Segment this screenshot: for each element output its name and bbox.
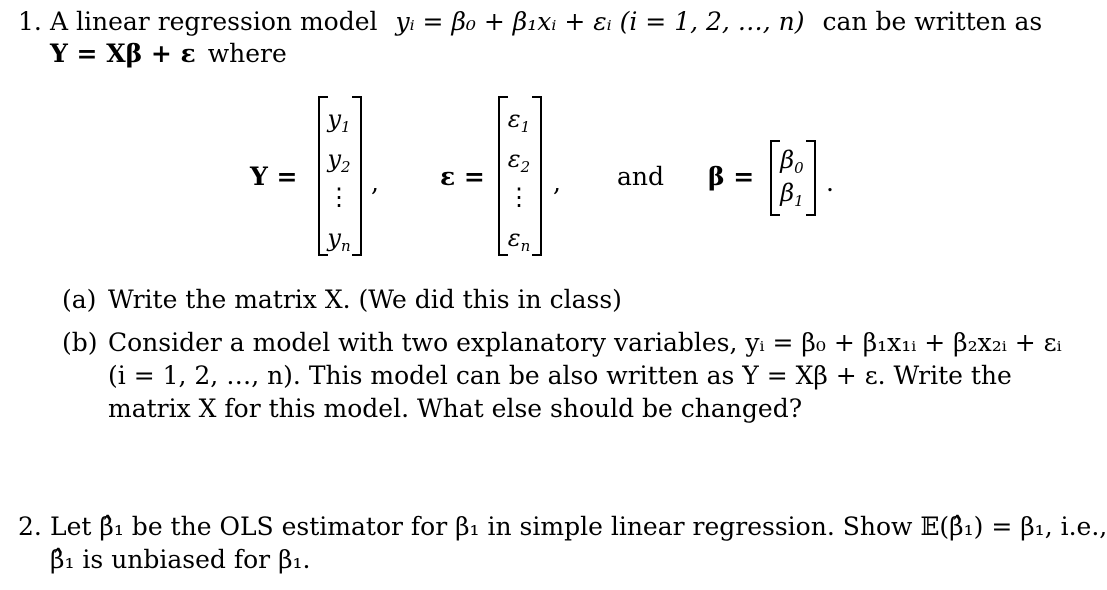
p1-line1-equation: yᵢ = β₀ + β₁xᵢ + εᵢ (i = 1, 2, …, n) [395, 7, 805, 36]
matrix-beta-entry-1: β1 [780, 179, 804, 210]
part-a-line-1: Write the matrix X. (We did this in clas… [108, 285, 622, 314]
part-b-label: (b) [62, 328, 98, 357]
matrix-epsilon-entry-vdots: ⋮ [507, 183, 531, 211]
p1-line2-suffix: where [207, 39, 287, 68]
matrix-Y-label: Y = [250, 162, 298, 191]
matrix-epsilon-left-bracket [498, 96, 508, 256]
matrix-Y-entry-1: y1 [327, 105, 351, 136]
matrix-Y-entry-vdots: ⋮ [327, 183, 351, 211]
matrix-epsilon-entry-n: εn [507, 224, 531, 255]
matrix-epsilon-comma: , [553, 168, 561, 197]
matrix-Y-left-bracket [318, 96, 328, 256]
matrix-beta-entry-0: β0 [780, 146, 804, 177]
p1-line1-suffix: can be written as [822, 7, 1043, 36]
conjunction-and: and [617, 162, 665, 191]
matrix-Y-entry-n: yn [327, 224, 351, 255]
matrix-Y-comma: , [371, 168, 379, 197]
problem-2-number: 2. [18, 512, 42, 541]
matrix-epsilon-entry-1: ε1 [507, 105, 531, 136]
problem-2-line-2: β̂₁ is unbiased for β₁. [50, 545, 311, 574]
problem-1-line-1: A linear regression model yᵢ = β₀ + β₁xᵢ… [50, 7, 1042, 37]
problem-1-line-2: Y = Xβ + ε where [50, 39, 287, 69]
matrix-epsilon-label: ε = [440, 162, 485, 191]
p1-line2-equation: Y = Xβ + ε [50, 39, 196, 68]
p1-line1-prefix: A linear regression model [50, 7, 378, 36]
problem-2-line-1: Let β̂₁ be the OLS estimator for β₁ in s… [50, 512, 1107, 541]
matrix-beta-period: . [826, 168, 834, 197]
matrix-beta-right-bracket [806, 140, 816, 216]
part-a-label: (a) [62, 285, 97, 314]
problem-1-number: 1. [18, 7, 42, 36]
matrix-beta-left-bracket [770, 140, 780, 216]
matrix-beta-label: β = [708, 162, 755, 191]
part-b-line-3: matrix X for this model. What else shoul… [108, 394, 803, 423]
part-b-line-1: Consider a model with two explanatory va… [108, 328, 1062, 357]
matrix-Y-entry-2: y2 [327, 145, 351, 176]
matrix-Y-right-bracket [352, 96, 362, 256]
matrix-epsilon-entry-2: ε2 [507, 145, 531, 176]
matrix-epsilon-right-bracket [532, 96, 542, 256]
part-b-line-2: (i = 1, 2, …, n). This model can be also… [108, 361, 1012, 390]
